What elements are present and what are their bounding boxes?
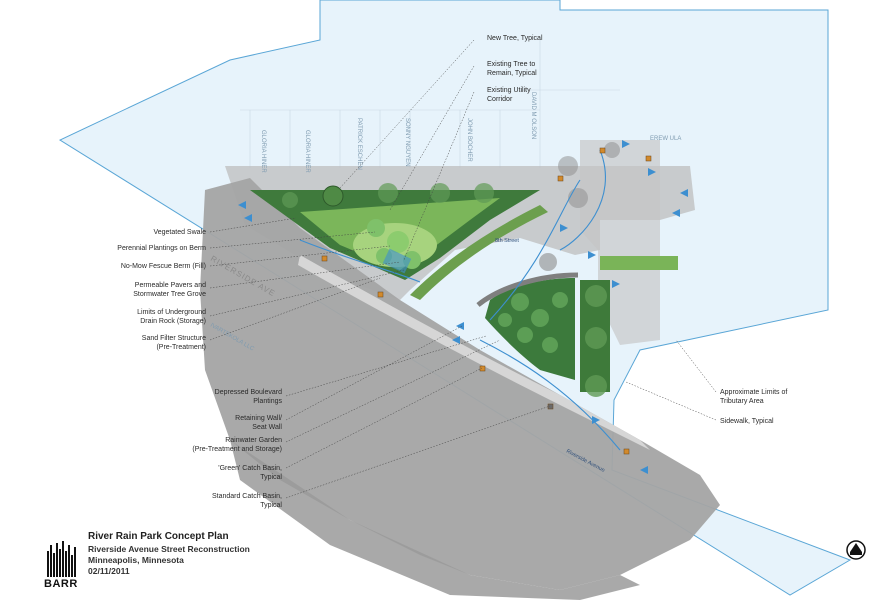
svg-text:Sand Filter Structure: Sand Filter Structure	[142, 335, 206, 342]
svg-text:Permeable Pavers and: Permeable Pavers and	[135, 282, 206, 289]
svg-text:Limits of Underground: Limits of Underground	[137, 309, 206, 316]
svg-text:(Pre-Treatment): (Pre-Treatment)	[156, 344, 206, 351]
barr-grass-mark	[46, 541, 78, 577]
svg-text:New Tree, Typical: New Tree, Typical	[487, 35, 543, 42]
vegetated-swale	[410, 205, 548, 300]
plan-title: River Rain Park Concept Plan	[88, 531, 229, 542]
boulevard-strip-top	[600, 256, 678, 270]
svg-text:(Pre-Treatment and Storage): (Pre-Treatment and Storage)	[192, 446, 282, 453]
svg-text:Retaining Wall/: Retaining Wall/	[235, 415, 282, 422]
svg-text:SONNY NGUYEN: SONNY NGUYEN	[404, 118, 410, 167]
project-location: Minneapolis, Minnesota	[88, 555, 184, 565]
svg-text:JOHN BOCHER: JOHN BOCHER	[466, 118, 472, 162]
svg-text:No-Mow Fescue Berm (Fill): No-Mow Fescue Berm (Fill)	[121, 263, 206, 270]
svg-text:Standard Catch Basin,: Standard Catch Basin,	[212, 493, 282, 500]
callout-leaders	[209, 39, 717, 499]
svg-text:Stormwater Tree Grove: Stormwater Tree Grove	[133, 291, 206, 298]
svg-text:Existing Utility: Existing Utility	[487, 87, 531, 94]
parcel-lines	[240, 40, 620, 168]
svg-text:Remain, Typical: Remain, Typical	[487, 70, 537, 77]
svg-text:'Green' Catch Basin,: 'Green' Catch Basin,	[218, 465, 282, 472]
svg-text:Drain Rock (Storage): Drain Rock (Storage)	[140, 318, 206, 325]
svg-text:Typical: Typical	[260, 474, 282, 481]
drain-rock-storage	[382, 248, 412, 274]
svg-text:Vegetated Swale: Vegetated Swale	[153, 229, 206, 236]
svg-text:Tributary Area: Tributary Area	[720, 398, 764, 405]
svg-text:Seat Wall: Seat Wall	[252, 424, 282, 431]
svg-text:Rainwater Garden: Rainwater Garden	[225, 437, 282, 444]
title-text-group: River Rain Park Concept Plan Riverside A…	[88, 531, 250, 577]
plan-date: 02/11/2011	[88, 566, 130, 576]
riverside-avenue-south	[230, 440, 640, 600]
eighth-street-label: 8th Street	[495, 238, 519, 244]
svg-text:Approximate Limits of: Approximate Limits of	[720, 389, 787, 396]
svg-text:Perennial Plantings on Berm: Perennial Plantings on Berm	[117, 245, 206, 252]
catch-basins	[321, 147, 652, 455]
logo-text: BARR	[44, 578, 78, 590]
svg-text:GLORIA HINER: GLORIA HINER	[260, 130, 266, 173]
svg-text:Depressed Boulevard: Depressed Boulevard	[215, 389, 282, 396]
rain-garden-edge	[476, 272, 579, 307]
svg-text:Sidewalk, Typical: Sidewalk, Typical	[720, 418, 774, 425]
callouts-right: Approximate Limits of Tributary Area Sid…	[720, 389, 787, 425]
project-name: Riverside Avenue Street Reconstruction	[88, 544, 250, 554]
barr-logo-icon: BARR	[44, 541, 84, 590]
callouts-top: New Tree, Typical Existing Tree to Remai…	[487, 35, 543, 103]
svg-text:Plantings: Plantings	[253, 398, 282, 405]
flow-arrows	[238, 140, 688, 474]
svg-text:Corridor: Corridor	[487, 96, 513, 103]
svg-text:Existing Tree to: Existing Tree to	[487, 61, 535, 68]
callouts-left: Vegetated Swale Perennial Plantings on B…	[117, 229, 282, 509]
svg-text:PATRICK ESCHEN: PATRICK ESCHEN	[356, 118, 362, 170]
flow-lines	[299, 149, 621, 451]
svg-text:GLORIA HINER: GLORIA HINER	[304, 130, 310, 173]
svg-text:Typical: Typical	[260, 502, 282, 509]
north-arrow-icon	[846, 540, 866, 560]
svg-text:EREW ULA: EREW ULA	[650, 136, 681, 142]
svg-text:DAVID M OLSON: DAVID M OLSON	[530, 92, 536, 139]
title-block: BARR River Rain Park Concept Plan Rivers…	[44, 531, 304, 591]
